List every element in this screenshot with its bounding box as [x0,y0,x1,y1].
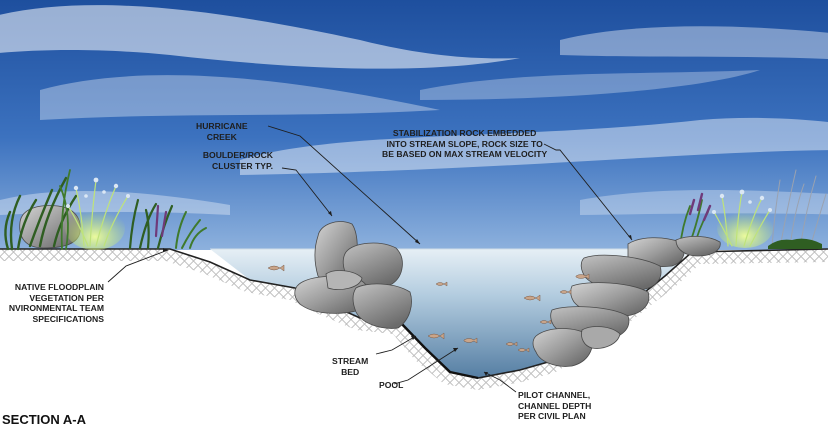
section-title: SECTION A-A [2,412,87,427]
label-native-floodplain: NATIVE FLOODPLAIN VEGETATION PER NVIRONM… [8,282,104,324]
label-stream-bed: STREAM BED [332,356,369,377]
fish [267,264,590,353]
label-boulder-cluster: BOULDER/ROCK CLUSTER TYP. [202,150,273,171]
label-hurricane-creek: HURRICANE CREEK [196,121,248,142]
vegetation-left [4,169,207,251]
leader-lines [107,125,633,393]
label-pilot-channel: PILOT CHANNEL, CHANNEL DEPTH PER CIVIL P… [518,390,592,421]
stabilization-rocks [532,236,721,367]
label-pool: POOL [379,380,404,390]
label-stabilization-rock: STABILIZATION ROCK EMBEDDED INTO STREAM … [382,128,548,159]
boulder-cluster [294,221,412,329]
